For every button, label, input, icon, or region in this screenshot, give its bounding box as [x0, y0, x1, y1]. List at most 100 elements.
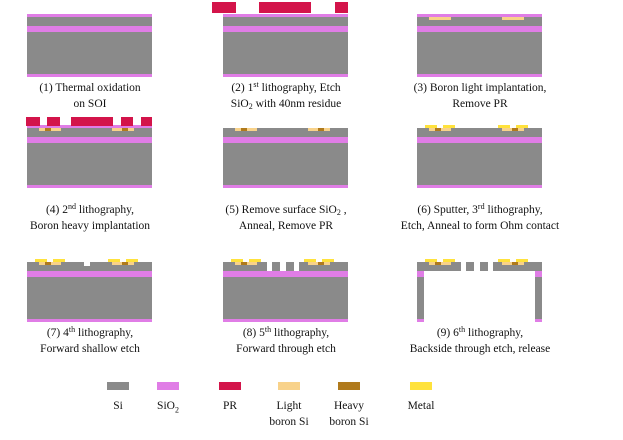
top-oxide-layer	[223, 14, 348, 17]
backside-oxide-layer	[417, 185, 542, 188]
top-oxide-layer	[417, 14, 542, 17]
trench-left	[267, 262, 272, 271]
photoresist-mid2	[71, 117, 113, 126]
cross-section-1	[27, 14, 152, 77]
heavy-boron-right	[318, 262, 324, 265]
metal-right-b	[126, 259, 138, 262]
handle-si-layer	[27, 32, 152, 74]
caption-line-1: (1) Thermal oxidation	[39, 82, 141, 94]
buried-oxide-layer	[27, 137, 152, 143]
handle-si-layer	[223, 277, 348, 319]
caption-line-2: Etch, Anneal to form Ohm contact	[400, 220, 560, 232]
handle-si-layer	[27, 143, 152, 185]
legend-swatch	[338, 382, 360, 390]
handle-si-layer	[27, 277, 152, 319]
buried-oxide-right	[535, 271, 542, 277]
caption-line-1: (4) 2nd lithography,	[45, 202, 135, 217]
caption-line-1: (7) 4th lithography,	[46, 325, 134, 340]
cross-section-7	[27, 259, 152, 322]
legend-swatch	[157, 382, 179, 390]
legend-swatch	[278, 382, 300, 390]
trench-center	[280, 262, 286, 271]
caption-line-1: (2) 1st lithography, Etch	[231, 80, 341, 95]
device-si-layer	[27, 262, 152, 271]
step-caption-6: (6) Sputter, 3rd lithography,Etch, Annea…	[380, 202, 580, 234]
trench-center	[84, 262, 90, 266]
legend-label: SiO2	[157, 400, 179, 415]
metal-right-b	[322, 259, 334, 262]
caption-line-1: (9) 6th lithography,	[436, 325, 524, 340]
backside-oxide-left	[417, 319, 424, 322]
handle-si-left	[417, 277, 424, 319]
step-caption-7: (7) 4th lithography, Forward shallow etch	[0, 325, 190, 357]
trench-right	[488, 262, 493, 271]
backside-oxide-layer	[27, 319, 152, 322]
step-caption-1: (1) Thermal oxidation on SOI	[0, 80, 190, 112]
buried-oxide-layer	[417, 137, 542, 143]
step-caption-5: (5) Remove surface SiO2 ,Anneal, Remove …	[186, 202, 386, 234]
caption-line-1: (8) 5th lithography,	[242, 325, 330, 340]
heavy-boron-right	[122, 128, 128, 131]
buried-oxide-layer	[417, 26, 542, 32]
caption-line-2: on SOI	[73, 98, 107, 110]
buried-oxide-layer	[223, 26, 348, 32]
legend-swatch	[219, 382, 241, 390]
metal-right-a	[304, 259, 316, 262]
metal-left-a	[35, 259, 47, 262]
step-caption-8: (8) 5th lithography,Forward through etch	[186, 325, 386, 357]
heavy-boron-left	[45, 262, 51, 265]
photoresist-mid3	[121, 117, 133, 126]
step-caption-3: (3) Boron light implantation, Remove PR	[380, 80, 580, 112]
metal-right-a	[498, 125, 510, 128]
caption-line-2: Boron heavy implantation	[29, 220, 151, 232]
light-boron-right	[502, 17, 524, 20]
heavy-boron-left	[241, 262, 247, 265]
cross-section-5	[223, 128, 348, 188]
buried-oxide-layer	[223, 271, 348, 277]
metal-right-b	[516, 259, 528, 262]
photoresist-center	[259, 2, 311, 13]
handle-si-layer	[417, 32, 542, 74]
handle-si-right	[535, 277, 542, 319]
handle-si-layer	[223, 32, 348, 74]
trench-right	[294, 262, 299, 271]
metal-left-b	[249, 259, 261, 262]
heavy-boron-left	[45, 128, 51, 131]
heavy-boron-right	[512, 262, 518, 265]
metal-left-b	[443, 259, 455, 262]
heavy-boron-right	[122, 262, 128, 265]
legend-swatch	[410, 382, 432, 390]
metal-left-b	[53, 259, 65, 262]
device-si-layer	[223, 17, 348, 26]
backside-oxide-layer	[417, 74, 542, 77]
backside-oxide-layer	[27, 185, 152, 188]
caption-line-2: Remove PR	[452, 98, 508, 110]
photoresist-left	[26, 117, 40, 126]
buried-oxide-layer	[27, 26, 152, 32]
buried-oxide-layer	[223, 137, 348, 143]
heavy-boron-right	[512, 128, 518, 131]
heavy-boron-left	[435, 262, 441, 265]
legend-swatch	[107, 382, 129, 390]
metal-left-a	[231, 259, 243, 262]
caption-line-1: (3) Boron light implantation,	[413, 82, 547, 94]
backside-oxide-layer	[223, 185, 348, 188]
backside-oxide-layer	[223, 74, 348, 77]
device-si-layer	[417, 128, 542, 137]
caption-line-1: (5) Remove surface SiO2 ,	[225, 204, 347, 217]
buried-oxide-layer	[27, 271, 152, 277]
handle-si-layer	[417, 143, 542, 185]
backside-oxide-right	[535, 319, 542, 322]
top-oxide-layer	[27, 14, 152, 17]
light-boron-left	[429, 17, 451, 20]
device-si-layer	[27, 17, 152, 26]
caption-line-2: SiO2 with 40nm residue	[230, 98, 342, 111]
cross-section-4	[26, 117, 152, 188]
photoresist-right	[335, 2, 348, 13]
metal-right-a	[108, 259, 120, 262]
caption-line-2: Forward shallow etch	[40, 343, 140, 355]
metal-right-b	[516, 125, 528, 128]
device-si-layer	[223, 128, 348, 137]
backside-oxide-layer	[223, 319, 348, 322]
